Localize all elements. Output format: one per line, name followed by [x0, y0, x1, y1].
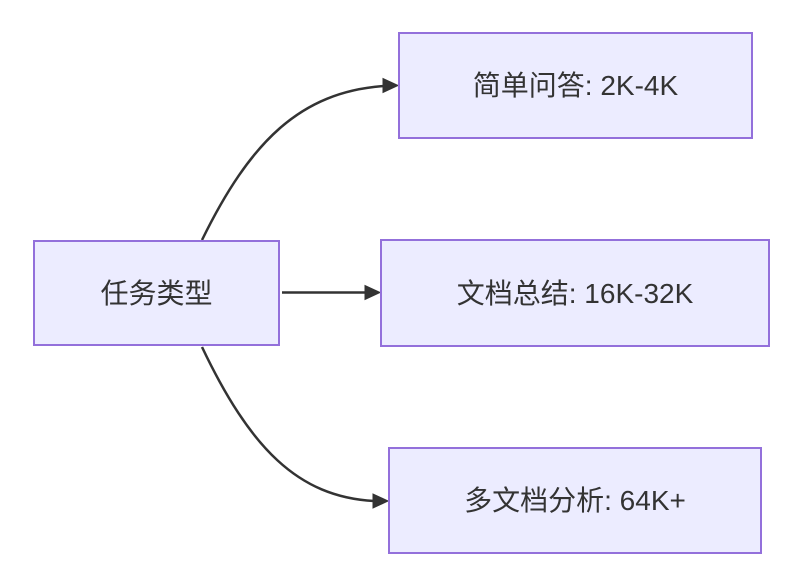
edge-root-to-simple-qa	[200, 84, 385, 241]
arrowhead-simple-qa	[382, 77, 400, 94]
node-simple-qa: 简单问答: 2K-4K	[398, 32, 753, 139]
node-doc-summary: 文档总结: 16K-32K	[380, 239, 770, 347]
node-multi-doc-analysis-label: 多文档分析: 64K+	[464, 485, 686, 516]
arrowhead-doc-summary	[364, 284, 382, 301]
edge-root-to-multi-doc	[200, 346, 375, 503]
node-simple-qa-label: 简单问答: 2K-4K	[472, 70, 679, 101]
node-doc-summary-label: 文档总结: 16K-32K	[456, 277, 694, 309]
node-task-type-label: 任务类型	[100, 277, 213, 309]
node-multi-doc-analysis: 多文档分析: 64K+	[388, 447, 762, 554]
node-task-type: 任务类型	[33, 240, 280, 346]
arrowhead-multi-doc	[372, 493, 390, 509]
